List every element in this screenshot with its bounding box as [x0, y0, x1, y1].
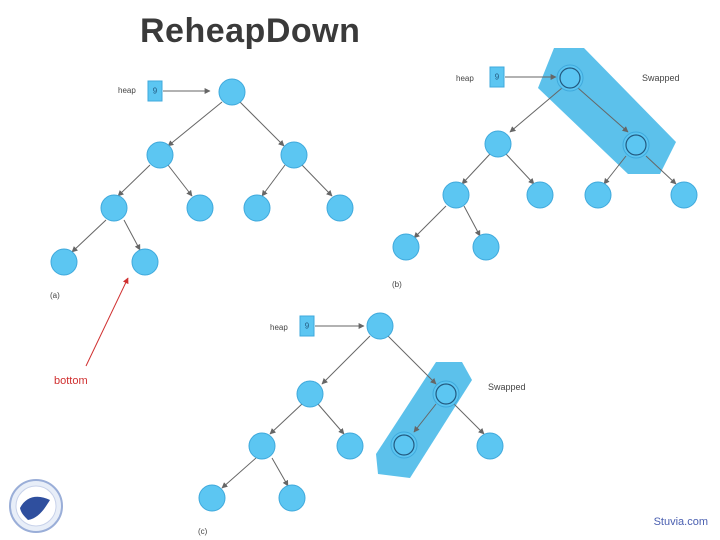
panel-c-node — [296, 380, 324, 408]
panel-b-swap-ring — [559, 67, 581, 89]
panel-b-node — [392, 233, 420, 261]
panel-c-pointer-value: 9 — [305, 322, 310, 331]
panel-c-edge — [413, 403, 437, 433]
panel-b-node — [556, 64, 584, 92]
panel-c-pointer-label: heap — [270, 323, 288, 332]
panel-a-caption: (a) — [50, 291, 60, 300]
panel-b-node — [526, 181, 554, 209]
panel-b-pointer-label: heap — [456, 74, 474, 83]
panel-a-pointer-value: 9 — [153, 87, 158, 96]
panel-c-node — [198, 484, 226, 512]
panel-b-node — [442, 181, 470, 209]
panel-c-swap-ring — [393, 434, 415, 456]
panel-c-node — [278, 484, 306, 512]
panel-a-edge — [239, 101, 285, 147]
panel-a-node — [280, 141, 308, 169]
panel-a-pointer-box — [147, 80, 163, 102]
footer-text: Stuvia.com — [653, 516, 708, 528]
panel-c-node — [336, 432, 364, 460]
panel-a-edge — [71, 219, 107, 253]
panel-a-edge — [167, 164, 193, 197]
panel-b-node — [670, 181, 698, 209]
panel-a-node — [243, 194, 271, 222]
panel-c-node — [390, 431, 418, 459]
panel-c-node — [432, 380, 460, 408]
panel-c-edge — [317, 403, 345, 435]
university-seal-icon — [8, 478, 64, 534]
panel-a-node — [186, 194, 214, 222]
panel-a-edge — [123, 219, 141, 251]
panel-b-edge — [461, 153, 491, 185]
panel-c-edge — [271, 457, 289, 487]
panel-a: heap 9 — [50, 78, 354, 387]
panel-a-edge — [117, 164, 151, 197]
panel-c-edge — [453, 403, 485, 435]
bottom-label: bottom — [54, 375, 88, 387]
panel-c-swapped-label: Swapped — [488, 382, 526, 392]
panel-a-node — [131, 248, 159, 276]
panel-c: heap 9 Swapped — [198, 312, 526, 536]
panel-a-node — [100, 194, 128, 222]
panel-c-pointer-box — [299, 315, 315, 337]
panel-c-edge — [387, 335, 437, 385]
panel-a-node — [326, 194, 354, 222]
panel-c-swap-ring — [435, 383, 457, 405]
panel-c-node — [366, 312, 394, 340]
panel-a-node — [50, 248, 78, 276]
panel-b-swap-highlight — [538, 48, 676, 174]
panel-c-edge — [269, 403, 303, 435]
panel-b-node — [584, 181, 612, 209]
panel-b-pointer-value: 9 — [495, 73, 500, 82]
panel-b-node — [472, 233, 500, 261]
panel-b-swapped-label: Swapped — [642, 73, 680, 83]
panel-c-caption: (c) — [198, 527, 208, 536]
panel-b-edge — [463, 205, 481, 237]
panel-c-edge — [221, 457, 257, 489]
panel-a-node — [146, 141, 174, 169]
bottom-pointer-arrow — [85, 277, 129, 367]
panel-c-node — [248, 432, 276, 460]
panel-b-edge — [509, 87, 563, 133]
panel-b-node — [484, 130, 512, 158]
panel-a-edge — [167, 101, 223, 147]
panel-a-edge — [301, 164, 333, 197]
panel-b-edge — [413, 205, 447, 239]
panel-b-swap-ring — [625, 134, 647, 156]
panel-b-edge — [505, 153, 535, 185]
panel-c-node — [476, 432, 504, 460]
panel-a-pointer-label: heap — [118, 86, 136, 95]
panel-b-caption: (b) — [392, 280, 402, 289]
panel-a-node — [218, 78, 246, 106]
panel-c-edge — [321, 335, 371, 385]
panel-b-pointer-box — [489, 66, 505, 88]
panel-a-edge — [261, 164, 286, 197]
panel-b-edge — [577, 87, 629, 133]
panel-b: heap 9 Swapped — [392, 48, 698, 289]
panel-b-node — [622, 131, 650, 159]
panel-b-edge — [645, 155, 677, 185]
panel-b-edge — [603, 155, 627, 185]
page-title: ReheapDown — [140, 12, 361, 50]
